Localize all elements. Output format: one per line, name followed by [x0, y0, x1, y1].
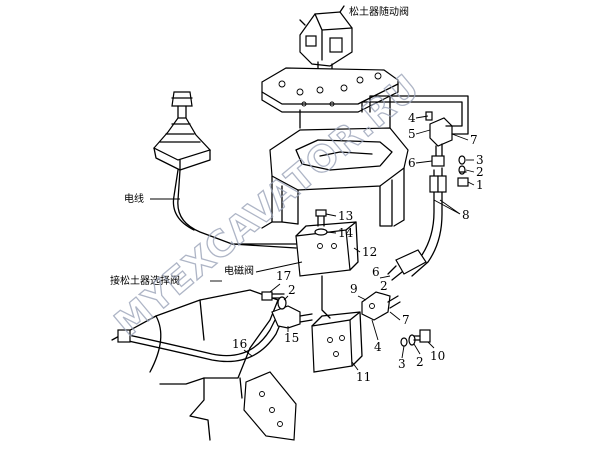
bolt-1-washers-2-3 — [457, 155, 469, 187]
callout-2-lower: 2 — [416, 355, 424, 369]
console-frame — [261, 95, 409, 229]
callout-15: 15 — [284, 331, 299, 345]
callout-8: 8 — [462, 208, 470, 222]
bolt-13 — [315, 209, 327, 227]
hoses-8 — [361, 95, 469, 277]
mounting-plate — [243, 371, 297, 441]
callout-6: 6 — [408, 156, 416, 170]
callout-4: 4 — [408, 111, 416, 125]
nipple-6 — [431, 155, 445, 167]
callout-12: 12 — [362, 245, 377, 259]
label-solenoid-valve: 电磁阀 — [224, 264, 254, 277]
tee-fitting-5 — [425, 111, 453, 157]
callout-3: 3 — [476, 153, 484, 167]
callout-9: 9 — [350, 282, 358, 296]
mounting-bracket-plate — [261, 67, 399, 113]
callout-4-lower: 4 — [374, 340, 382, 354]
bolt-10-washers — [400, 329, 431, 347]
callout-7-lower: 7 — [402, 313, 410, 327]
control-lever — [153, 91, 297, 249]
callout-7: 7 — [470, 133, 478, 147]
hose-16 — [117, 317, 283, 363]
label-follow-valve: 松土器随动阀 — [349, 5, 409, 18]
callout-14: 14 — [338, 226, 354, 240]
callout-10: 10 — [430, 349, 445, 363]
callout-3-lower: 3 — [398, 357, 406, 371]
label-ripper-select-valve: 接松土器选择阀 — [110, 274, 180, 287]
washer-14 — [314, 228, 328, 236]
ripper-follow-valve — [299, 5, 353, 71]
floor-panel — [111, 289, 279, 441]
callout-11: 11 — [356, 370, 371, 384]
fitting-7-lower — [387, 249, 427, 281]
callouts: 4 5 7 3 2 1 6 8 13 14 12 6 9 2 7 4 11 3 … — [232, 111, 484, 384]
callout-6-lower: 6 — [372, 265, 380, 279]
callout-2-left: 2 — [288, 283, 296, 297]
tee-fitting-9 — [361, 291, 401, 321]
callout-2-mid: 2 — [380, 279, 388, 293]
callout-1: 1 — [476, 178, 484, 192]
callout-17: 17 — [276, 269, 291, 283]
callout-13: 13 — [338, 209, 353, 223]
callout-5: 5 — [408, 127, 416, 141]
callout-16: 16 — [232, 337, 247, 351]
callout-2: 2 — [476, 165, 484, 179]
valve-block-11 — [311, 311, 363, 373]
label-wire: 电线 — [124, 192, 144, 205]
elbow-fitting-15 — [271, 305, 313, 329]
